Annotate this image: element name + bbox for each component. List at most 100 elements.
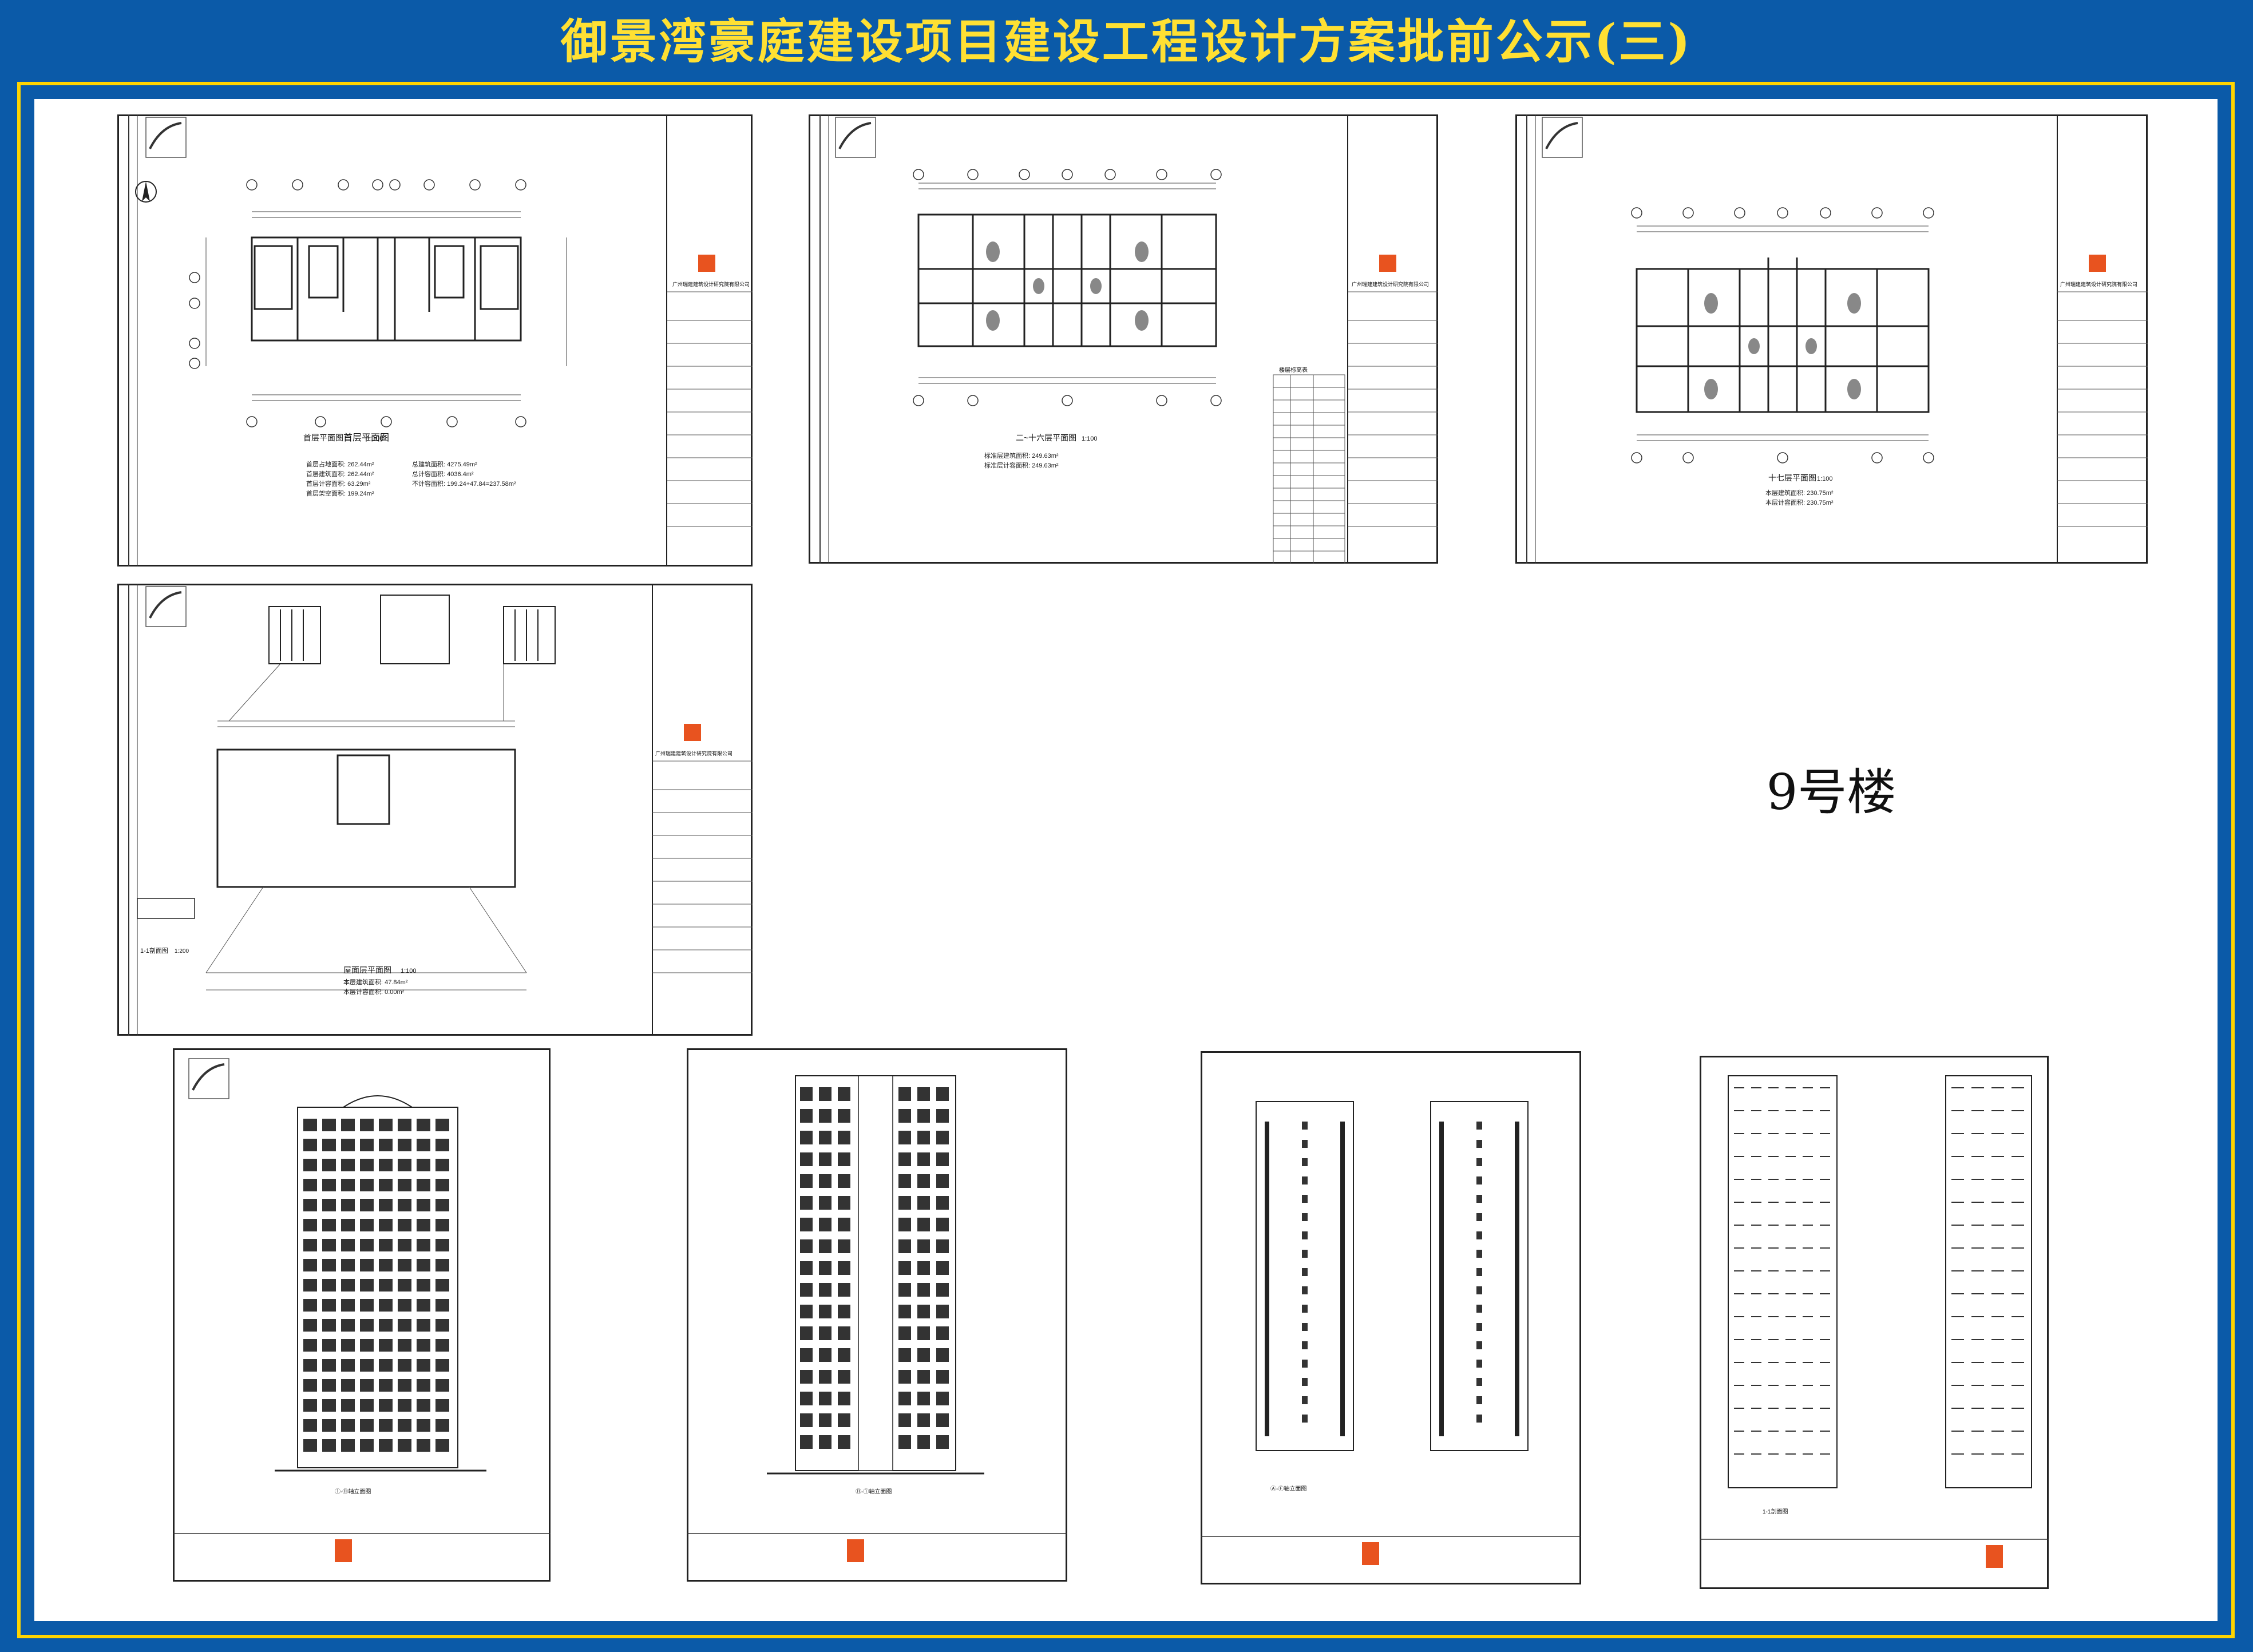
window-mark xyxy=(417,1319,430,1332)
window-mark xyxy=(322,1339,336,1352)
window-mark xyxy=(1302,1341,1308,1349)
window-mark xyxy=(360,1379,374,1392)
window-mark xyxy=(322,1319,336,1332)
window-mark xyxy=(838,1413,850,1427)
window-mark xyxy=(1991,1156,2004,1157)
window-mark xyxy=(1768,1453,1779,1455)
sheet-floor-2-16-plan[interactable] xyxy=(809,114,1438,564)
window-mark xyxy=(303,1419,317,1432)
window-mark xyxy=(800,1152,813,1166)
window-mark xyxy=(1768,1110,1779,1111)
window-mark xyxy=(936,1283,949,1297)
window-mark xyxy=(1476,1415,1482,1423)
window-mark xyxy=(1991,1431,2004,1432)
window-mark xyxy=(1951,1453,1964,1455)
window-mark xyxy=(417,1439,430,1452)
window-mark xyxy=(341,1259,355,1271)
window-mark xyxy=(1951,1385,1964,1386)
sheet-roof-plan[interactable] xyxy=(117,584,753,1036)
window-mark xyxy=(379,1279,393,1292)
window-mark xyxy=(838,1196,850,1210)
window-mark xyxy=(360,1239,374,1251)
window-mark xyxy=(341,1179,355,1191)
window-mark xyxy=(1768,1156,1779,1157)
window-mark xyxy=(1951,1293,1964,1294)
window-mark xyxy=(819,1261,831,1275)
window-mark xyxy=(417,1179,430,1191)
sheet-sections[interactable] xyxy=(1700,1056,2049,1589)
window-mark xyxy=(1971,1293,1984,1294)
window-mark xyxy=(379,1439,393,1452)
window-mark xyxy=(360,1339,374,1352)
window-mark xyxy=(1971,1316,1984,1317)
window-mark xyxy=(1768,1270,1779,1271)
roof-plan-caption: 屋面层平面图 xyxy=(343,965,391,974)
window-mark xyxy=(1951,1179,1964,1180)
window-mark xyxy=(1951,1339,1964,1340)
window-mark xyxy=(1803,1408,1813,1409)
sheet-floor-17-plan[interactable] xyxy=(1515,114,2148,564)
window-mark xyxy=(819,1152,831,1166)
window-mark xyxy=(2012,1293,2024,1294)
window-mark xyxy=(898,1348,911,1362)
window-mark xyxy=(435,1259,449,1271)
window-mark xyxy=(1951,1156,1964,1157)
window-mark xyxy=(1768,1385,1779,1386)
window-mark xyxy=(1476,1323,1482,1331)
window-mark xyxy=(1951,1133,1964,1134)
window-mark xyxy=(322,1439,336,1452)
window-mark xyxy=(936,1261,949,1275)
window-mark xyxy=(838,1370,850,1384)
window-mark xyxy=(398,1359,411,1372)
window-mark xyxy=(1991,1385,2004,1386)
sheet-elevation-south[interactable] xyxy=(173,1048,551,1582)
window-mark xyxy=(398,1219,411,1231)
roof-section-scale: 1:200 xyxy=(175,948,189,954)
window-mark xyxy=(917,1326,930,1340)
window-mark xyxy=(800,1109,813,1123)
window-mark xyxy=(917,1348,930,1362)
window-mark xyxy=(1991,1453,2004,1455)
window-mark xyxy=(417,1219,430,1231)
window-mark xyxy=(1768,1431,1779,1432)
ground-note-2: 首层建筑面积: 262.44m² xyxy=(306,470,374,478)
window-mark xyxy=(936,1152,949,1166)
window-mark xyxy=(819,1174,831,1188)
window-mark xyxy=(1734,1110,1744,1111)
window-mark xyxy=(838,1392,850,1405)
window-mark xyxy=(800,1413,813,1427)
window-mark xyxy=(1991,1087,2004,1088)
window-mark xyxy=(898,1174,911,1188)
window-mark xyxy=(917,1413,930,1427)
window-mark xyxy=(1751,1225,1761,1226)
window-mark xyxy=(1751,1385,1761,1386)
roof-note-1: 本层建筑面积: 47.84m² xyxy=(343,978,408,986)
window-mark xyxy=(1951,1110,1964,1111)
window-mark xyxy=(936,1218,949,1231)
window-mark xyxy=(303,1279,317,1292)
window-mark xyxy=(1751,1293,1761,1294)
window-mark xyxy=(898,1196,911,1210)
window-mark xyxy=(898,1305,911,1318)
window-mark xyxy=(917,1392,930,1405)
window-mark xyxy=(435,1159,449,1171)
window-mark xyxy=(1971,1339,1984,1340)
floor-2-16-caption: 二~十六层平面图 xyxy=(1016,433,1076,442)
window-mark xyxy=(360,1219,374,1231)
window-mark xyxy=(303,1339,317,1352)
window-mark xyxy=(1820,1339,1830,1340)
window-mark xyxy=(341,1419,355,1432)
window-mark xyxy=(1820,1156,1830,1157)
window-mark xyxy=(1991,1362,2004,1363)
window-mark xyxy=(800,1261,813,1275)
window-mark xyxy=(398,1279,411,1292)
window-mark xyxy=(1951,1431,1964,1432)
company-name-3: 广州瑞建建筑设计研究院有限公司 xyxy=(2060,281,2137,287)
window-mark xyxy=(2012,1110,2024,1111)
window-mark xyxy=(417,1239,430,1251)
window-mark xyxy=(1971,1453,1984,1455)
window-mark xyxy=(341,1299,355,1312)
window-mark xyxy=(341,1359,355,1372)
window-mark xyxy=(898,1087,911,1101)
window-mark xyxy=(341,1159,355,1171)
